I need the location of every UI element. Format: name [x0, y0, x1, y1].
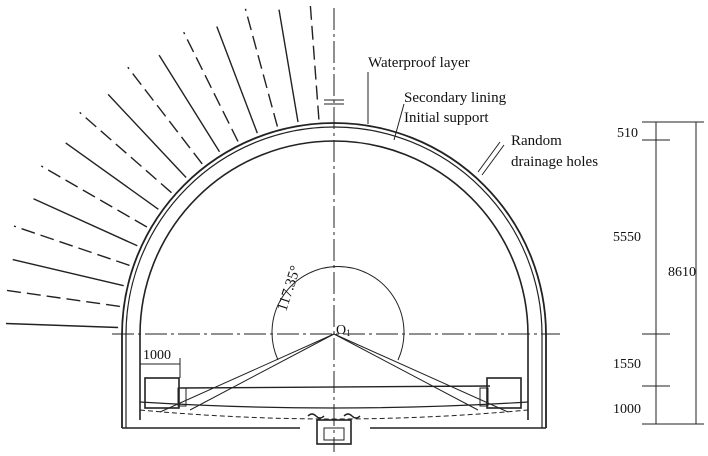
drainage-radial-line	[5, 322, 119, 329]
road-surface	[179, 385, 491, 389]
drainage-radial-line	[5, 289, 120, 308]
right-ditch-inner	[479, 387, 489, 407]
drainage-radial-lines	[5, 5, 320, 329]
drainage-radial-line	[65, 142, 159, 210]
drainage-radial-line	[278, 9, 299, 123]
random-drainage-hole-marker	[477, 141, 505, 176]
center-lines	[112, 8, 560, 452]
dim-510-label: 510	[617, 126, 638, 141]
random-drainage-label-2: drainage holes	[511, 154, 598, 170]
right-side-ditch	[486, 377, 522, 409]
drainage-radial-line	[79, 111, 172, 194]
drainage-radial-line	[216, 26, 258, 134]
drainage-radial-line	[40, 165, 148, 228]
angle-arc	[271, 266, 405, 361]
angle-label: 117.35°	[275, 264, 305, 313]
secondary-lining-label: Secondary lining	[404, 90, 507, 106]
initial-support-label: Initial support	[404, 110, 489, 126]
drain-gravel	[307, 413, 361, 419]
center-to-right-line-2	[333, 333, 479, 411]
random-drainage-label-1: Random	[511, 133, 562, 149]
drainage-radial-line	[183, 31, 239, 142]
center-to-left-line	[159, 333, 335, 413]
dim-1550-label: 1550	[613, 357, 641, 372]
dim-1000-label: 1000	[613, 402, 641, 417]
drainage-radial-line	[12, 258, 124, 287]
drainage-radial-line	[309, 5, 320, 120]
center-to-right-line	[333, 333, 509, 413]
left-ditch-inner	[177, 387, 187, 407]
drainage-radial-line	[127, 66, 203, 165]
width-1000-label: 1000	[143, 348, 171, 363]
drainage-radial-line	[244, 8, 279, 127]
waterproof-layer-label: Waterproof layer	[368, 55, 470, 71]
drainage-radial-line	[33, 198, 138, 247]
center-to-left-line-2	[189, 333, 335, 411]
drainage-radial-line	[13, 225, 130, 267]
left-side-ditch	[144, 377, 180, 409]
lining-leader	[393, 103, 405, 141]
dim-5550-label: 5550	[613, 230, 641, 245]
dimension-chain	[642, 121, 704, 425]
dim-total-label: 8610	[668, 265, 696, 280]
drainage-radial-line	[107, 93, 187, 178]
center-label: O1	[336, 323, 351, 338]
drainage-radial-line	[158, 54, 221, 153]
